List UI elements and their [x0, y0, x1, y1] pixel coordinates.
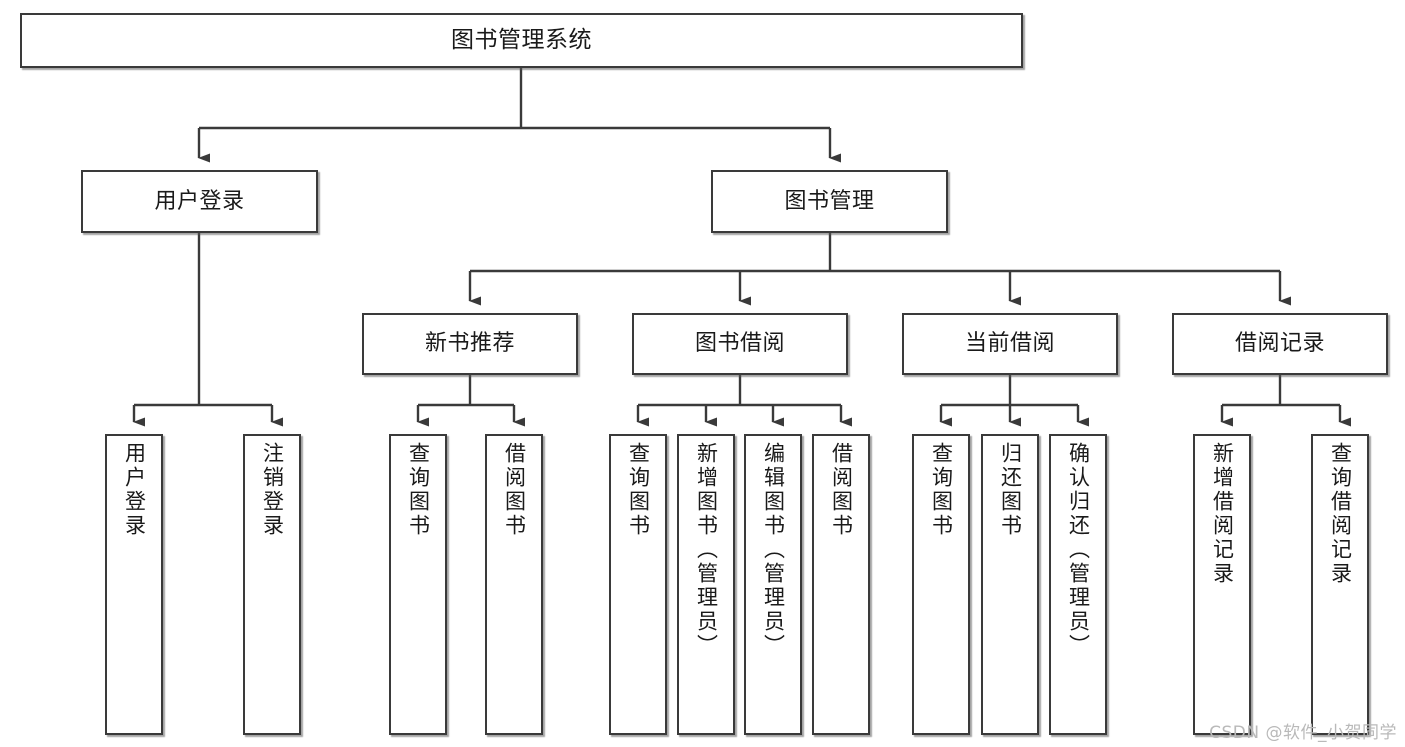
node-label: 编辑图书（管理员） — [761, 442, 786, 658]
node-label: 归还图书 — [998, 442, 1023, 538]
node-label: 图书借阅 — [694, 331, 785, 357]
node-label: 借阅图书 — [502, 442, 527, 538]
node-new-book-recommend[interactable]: 新书推荐 — [362, 313, 578, 375]
leaf-record-add[interactable]: 新增借阅记录 — [1193, 434, 1251, 735]
leaf-current-confirm-return[interactable]: 确认归还（管理员） — [1049, 434, 1107, 735]
node-label: 图书管理 — [784, 188, 875, 214]
node-label: 图书管理系统 — [451, 27, 592, 54]
node-label: 当前借阅 — [964, 331, 1055, 357]
leaf-user-login-login[interactable]: 用户登录 — [105, 434, 163, 735]
node-label: 查询图书 — [929, 442, 954, 538]
node-label: 借阅记录 — [1234, 331, 1325, 357]
node-label: 用户登录 — [122, 442, 147, 538]
node-label: 注销登录 — [260, 442, 285, 538]
node-user-login[interactable]: 用户登录 — [81, 170, 318, 233]
node-label: 借阅图书 — [829, 442, 854, 538]
leaf-borrow-edit-book[interactable]: 编辑图书（管理员） — [744, 434, 802, 735]
node-label: 查询图书 — [626, 442, 651, 538]
node-book-management[interactable]: 图书管理 — [711, 170, 948, 233]
leaf-user-login-logout[interactable]: 注销登录 — [243, 434, 301, 735]
leaf-current-return-book[interactable]: 归还图书 — [981, 434, 1039, 735]
leaf-borrow-query-book[interactable]: 查询图书 — [609, 434, 667, 735]
leaf-borrow-add-book[interactable]: 新增图书（管理员） — [677, 434, 735, 735]
node-label: 新增图书（管理员） — [694, 442, 719, 658]
node-root-system[interactable]: 图书管理系统 — [20, 13, 1023, 68]
node-label: 用户登录 — [154, 188, 245, 214]
node-label: 新书推荐 — [424, 331, 515, 357]
leaf-new-book-borrow[interactable]: 借阅图书 — [485, 434, 543, 735]
leaf-borrow-borrow-book[interactable]: 借阅图书 — [812, 434, 870, 735]
node-label: 确认归还（管理员） — [1066, 442, 1091, 658]
leaf-record-query[interactable]: 查询借阅记录 — [1311, 434, 1369, 735]
leaf-new-book-query[interactable]: 查询图书 — [389, 434, 447, 735]
node-book-borrow[interactable]: 图书借阅 — [632, 313, 848, 375]
node-current-borrow[interactable]: 当前借阅 — [902, 313, 1118, 375]
node-label: 查询借阅记录 — [1328, 442, 1353, 586]
node-borrow-record[interactable]: 借阅记录 — [1172, 313, 1388, 375]
node-label: 查询图书 — [406, 442, 431, 538]
node-label: 新增借阅记录 — [1210, 442, 1235, 586]
leaf-current-query-book[interactable]: 查询图书 — [912, 434, 970, 735]
